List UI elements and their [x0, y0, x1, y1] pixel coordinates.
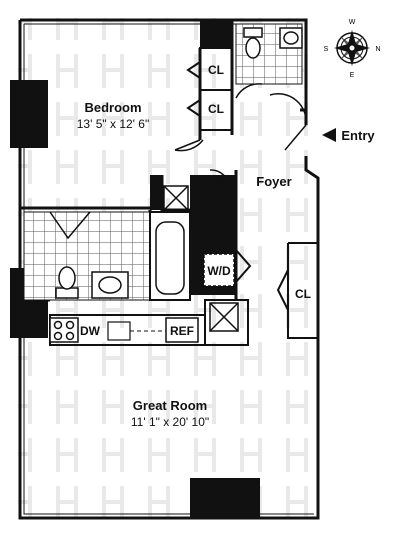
- bath-tile-floor: [23, 211, 151, 301]
- closet-upper: [186, 47, 233, 131]
- bedroom-name: Bedroom: [84, 100, 141, 115]
- sink-master-bath: [279, 27, 303, 49]
- compass-w-label: W: [349, 19, 356, 26]
- great-room-name: Great Room: [133, 398, 207, 413]
- great-room-dims: 11' 1" x 20' 10": [131, 415, 209, 429]
- closet-label-3: CL: [214, 175, 230, 189]
- compass-s-label: S: [324, 46, 329, 53]
- compass-rose: [334, 30, 370, 66]
- range-stove: [49, 317, 79, 343]
- refrigerator-box: [165, 317, 199, 343]
- compass-n-label: N: [375, 46, 380, 53]
- toilet-master-bath: [243, 27, 263, 59]
- entry-arrow-icon: [322, 128, 336, 142]
- door-swings: [49, 83, 307, 240]
- closet-label-2: CL: [208, 102, 224, 116]
- closet-label-4: CL: [295, 287, 311, 301]
- outer-walls: [18, 18, 320, 520]
- washer-dryer-box: [203, 253, 235, 287]
- foyer-label: Foyer: [256, 174, 291, 189]
- dishwasher-label: DW: [80, 324, 101, 338]
- closet-label-1: CL: [208, 63, 224, 77]
- washer-dryer-label: W/D: [207, 264, 231, 278]
- compass-e-label: E: [350, 72, 355, 79]
- entry-label: Entry: [341, 128, 375, 143]
- toilet-bath: [55, 266, 79, 299]
- bathtub: [149, 211, 191, 301]
- shower-box: [163, 185, 239, 332]
- refrigerator-label: REF: [170, 324, 194, 338]
- bedroom-dims: 13' 5" x 12' 6": [77, 117, 149, 131]
- sink-bath: [91, 271, 129, 299]
